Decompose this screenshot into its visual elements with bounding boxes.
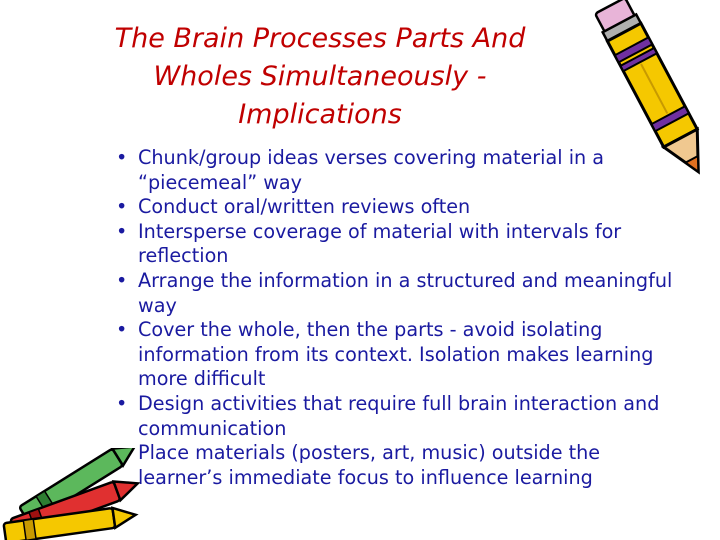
bullet-item: Conduct oral/written reviews often [116,195,676,220]
bullet-item: Place materials (posters, art, music) ou… [116,441,676,490]
bullet-item: Intersperse coverage of material with in… [116,220,676,269]
slide-title: The Brain Processes Parts And Wholes Sim… [60,20,580,134]
title-line-2: Wholes Simultaneously - [153,61,487,92]
bullet-list: Chunk/group ideas verses covering materi… [116,146,676,490]
crayons-icon [2,448,141,540]
bullet-item: Arrange the information in a structured … [116,269,676,318]
bullet-item: Cover the whole, then the parts - avoid … [116,318,676,392]
bullet-item: Design activities that require full brai… [116,392,676,441]
title-line-1: The Brain Processes Parts And [114,23,526,54]
pencil-icon [594,0,700,175]
title-line-3: Implications [238,99,402,130]
bullet-item: Chunk/group ideas verses covering materi… [116,146,676,195]
